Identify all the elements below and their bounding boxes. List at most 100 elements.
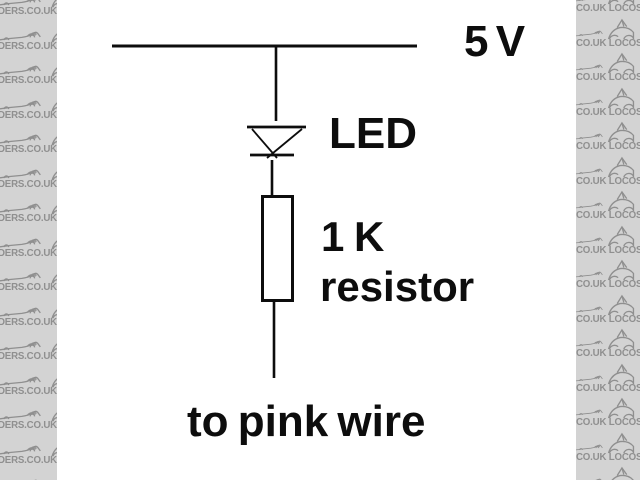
car-side-icon bbox=[576, 30, 603, 36]
car-front-icon bbox=[51, 67, 57, 77]
watermark-strip-left: DERS.CO.UK LO DERS.CO.UK LO DERS.CO.UK L… bbox=[0, 0, 57, 480]
watermark-icons bbox=[576, 225, 640, 246]
car-side-icon bbox=[576, 133, 603, 140]
watermark-icons bbox=[576, 190, 640, 212]
car-front-icon bbox=[611, 466, 635, 480]
watermark-text: CO.UK LOCOST bbox=[576, 382, 640, 394]
car-front-icon bbox=[607, 52, 635, 74]
car-front-icon bbox=[607, 225, 635, 246]
car-front-icon bbox=[51, 136, 57, 146]
watermark-row: DERS.CO.UK LO bbox=[0, 297, 57, 332]
watermark-text: CO.UK LOCOST bbox=[576, 244, 640, 256]
pink-wire-label: to pink wire bbox=[187, 397, 426, 446]
car-side-icon bbox=[0, 203, 41, 213]
watermark-row: DERS.CO.UK LO bbox=[0, 124, 57, 159]
watermark-icons bbox=[0, 55, 57, 77]
car-front-icon bbox=[607, 18, 635, 39]
watermark-icons bbox=[576, 259, 640, 281]
watermark-icons bbox=[0, 228, 57, 249]
car-front-icon bbox=[51, 170, 57, 180]
car-side-icon bbox=[0, 272, 41, 282]
watermark-text: DERS.CO.UK LO bbox=[0, 247, 57, 259]
watermark-row: CO.UK LOCOST bbox=[576, 156, 640, 191]
watermark-icons bbox=[0, 124, 57, 146]
watermark-text: CO.UK LOCOST bbox=[576, 72, 640, 83]
watermark-icons bbox=[576, 156, 640, 177]
watermark-icons bbox=[0, 331, 57, 353]
watermark-column-left: DERS.CO.UK LO DERS.CO.UK LO DERS.CO.UK L… bbox=[0, 0, 57, 480]
car-front-icon bbox=[607, 328, 635, 350]
car-front-icon bbox=[51, 205, 57, 215]
watermark-text: CO.UK LOCOST bbox=[576, 141, 640, 152]
watermark-row: CO.UK LOCOST bbox=[576, 0, 640, 18]
watermark-text: CO.UK LOCOST bbox=[576, 417, 640, 428]
car-side-icon bbox=[576, 237, 603, 243]
watermark-text: CO.UK LOCOST bbox=[576, 313, 640, 325]
car-side-icon bbox=[576, 0, 587, 2]
watermark-row: CO.UK LOCOST bbox=[576, 363, 640, 398]
car-side-icon bbox=[0, 376, 41, 385]
watermark-icons bbox=[576, 0, 640, 5]
watermark-icons bbox=[576, 52, 640, 74]
watermark-icons bbox=[0, 0, 57, 8]
watermark-text: CO.UK LOCOST bbox=[576, 210, 640, 221]
car-front-icon bbox=[607, 397, 635, 419]
watermark-row: DERS.CO.UK LO bbox=[0, 228, 57, 263]
car-side-icon bbox=[0, 169, 41, 178]
watermark-row: DERS.CO.UK LO bbox=[0, 262, 57, 297]
car-front-icon bbox=[51, 101, 57, 111]
car-side-icon bbox=[576, 340, 603, 347]
watermark-column-right: CO.UK LOCOST CO.UK LOCOST CO.UK LOCOST bbox=[576, 0, 640, 480]
watermark-row: CO.UK LOCOST bbox=[576, 328, 640, 363]
car-front-icon bbox=[51, 32, 57, 42]
car-front-icon bbox=[607, 190, 635, 212]
watermark-row: DERS.CO.UK LO bbox=[0, 400, 57, 435]
car-front-icon bbox=[51, 446, 57, 456]
watermark-text: DERS.CO.UK LO bbox=[0, 316, 57, 328]
car-front-icon bbox=[51, 308, 57, 318]
car-side-icon bbox=[0, 410, 41, 420]
watermark-icons bbox=[576, 294, 640, 315]
watermark-row: DERS.CO.UK LO bbox=[0, 331, 57, 366]
car-front-icon bbox=[607, 294, 635, 315]
car-front-icon bbox=[607, 432, 635, 453]
car-side-icon bbox=[0, 100, 41, 109]
car-side-icon bbox=[576, 168, 603, 174]
car-front-icon bbox=[51, 377, 57, 387]
watermark-row: DERS.CO.UK LO bbox=[0, 90, 57, 125]
car-front-icon bbox=[607, 259, 635, 281]
watermark-row: CO.UK LOCOST bbox=[576, 259, 640, 294]
car-side-icon bbox=[576, 409, 603, 416]
watermark-row: DERS.CO.UK LO bbox=[0, 0, 57, 21]
car-side-icon bbox=[576, 444, 603, 450]
watermark-row: DERS.CO.UK LO bbox=[0, 366, 57, 401]
watermark-strip-right: CO.UK LOCOST CO.UK LOCOST CO.UK LOCOST bbox=[576, 0, 640, 480]
watermark-row: DERS.CO.UK LO bbox=[0, 193, 57, 228]
led-triangle-right-side bbox=[266, 128, 303, 159]
watermark-icons bbox=[0, 159, 57, 180]
watermark-icons bbox=[576, 363, 640, 384]
supply-voltage-label: 5 V bbox=[464, 17, 526, 66]
car-side-icon bbox=[576, 375, 603, 381]
watermark-row: CO.UK LOCOST bbox=[576, 397, 640, 432]
watermark-icons bbox=[0, 435, 57, 456]
watermark-row: CO.UK LOCOST bbox=[576, 190, 640, 225]
watermark-row: CO.UK LOCOST bbox=[576, 52, 640, 87]
car-side-icon bbox=[0, 307, 41, 316]
watermark-row: DERS.CO.UK LO bbox=[0, 55, 57, 90]
watermark-row: DERS.CO.UK LO bbox=[0, 21, 57, 56]
watermark-text: CO.UK LOCOST bbox=[576, 106, 640, 118]
watermark-icons bbox=[576, 397, 640, 419]
watermark-icons bbox=[576, 18, 640, 39]
resistor-body bbox=[261, 195, 294, 302]
car-front-icon bbox=[607, 0, 635, 5]
watermark-row: CO.UK LOCOST bbox=[576, 432, 640, 467]
car-front-icon bbox=[51, 0, 57, 8]
car-side-icon bbox=[576, 99, 603, 105]
watermark-row: CO.UK LOCOST bbox=[576, 294, 640, 329]
watermark-icons bbox=[0, 262, 57, 284]
watermark-text: CO.UK LOCOST bbox=[576, 3, 640, 14]
watermark-text: DERS.CO.UK LO bbox=[0, 178, 57, 190]
watermark-icons bbox=[576, 328, 640, 350]
watermark-row: CO.UK LOCOST bbox=[576, 225, 640, 260]
